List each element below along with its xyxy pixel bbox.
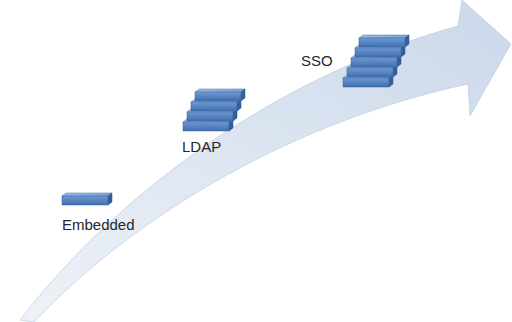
- bar-front: [343, 78, 389, 87]
- stage-name: SSO: [301, 52, 333, 69]
- bar-front: [187, 112, 233, 121]
- curved-arrow: [20, 0, 511, 322]
- stage-name: LDAP: [182, 138, 221, 155]
- bar-side: [405, 35, 409, 47]
- bar-side: [108, 193, 112, 205]
- bar-block: [195, 89, 245, 101]
- bar-block: [359, 35, 409, 47]
- bar-front: [351, 58, 397, 67]
- stage-label: SSO: [301, 52, 333, 69]
- stage-label: LDAP: [182, 138, 221, 155]
- bar-front: [359, 38, 405, 47]
- bar-front: [183, 122, 229, 131]
- bar-front: [347, 68, 393, 77]
- bar-front: [191, 102, 237, 111]
- stage-name: Embedded: [62, 216, 135, 233]
- bar-front: [355, 48, 401, 57]
- bar-top: [62, 193, 112, 196]
- bar-stacks: [62, 35, 409, 205]
- bar-front: [62, 196, 108, 205]
- bar-top: [195, 89, 245, 92]
- bar-top: [359, 35, 409, 38]
- bar-front: [195, 92, 241, 101]
- bar-side: [241, 89, 245, 101]
- bar-block: [62, 193, 112, 205]
- stage-label: Embedded: [62, 216, 135, 233]
